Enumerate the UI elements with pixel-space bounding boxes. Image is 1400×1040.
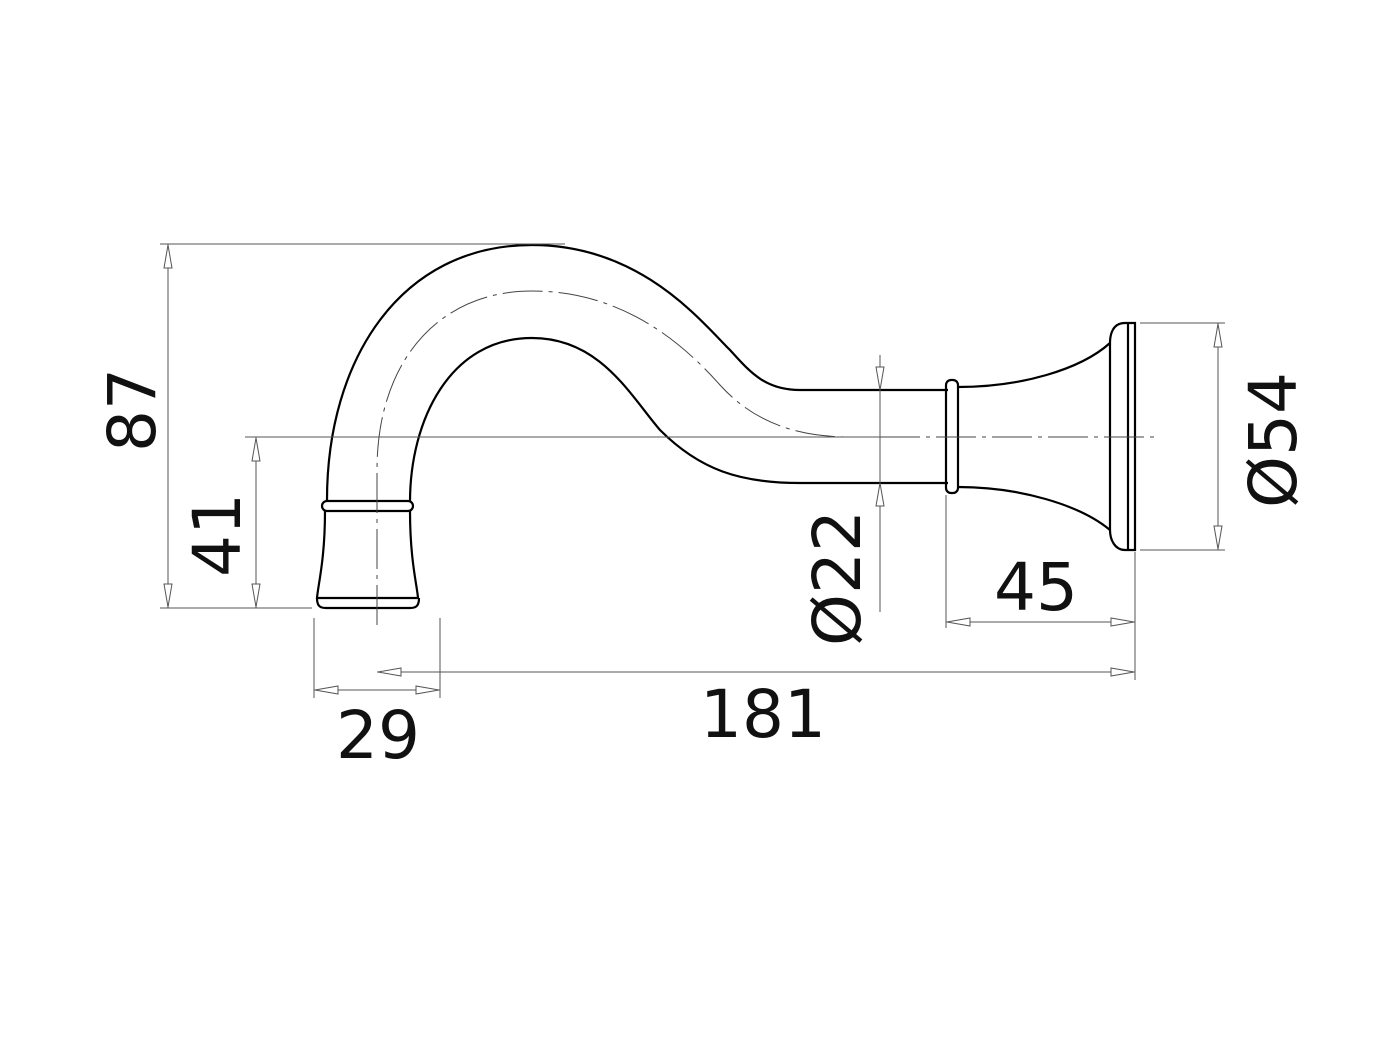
dim-projection: 181 bbox=[700, 676, 826, 753]
dimension-lines bbox=[160, 243, 1225, 698]
centerlines bbox=[245, 290, 1155, 625]
dim-outlet-width: 29 bbox=[336, 697, 420, 774]
dim-pipe-diameter: Ø22 bbox=[799, 510, 876, 646]
dim-flange-depth: 45 bbox=[994, 549, 1078, 626]
dim-flange-diameter: Ø54 bbox=[1235, 372, 1312, 508]
dim-height-outlet: 41 bbox=[179, 493, 256, 577]
dim-height-total: 87 bbox=[94, 368, 171, 452]
